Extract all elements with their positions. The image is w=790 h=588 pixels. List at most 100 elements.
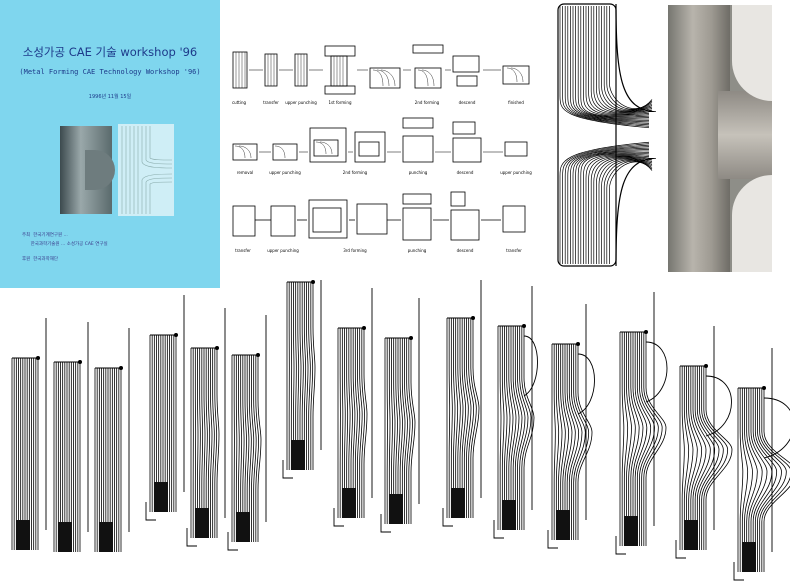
organizer-3: 후원 한국과학재단 xyxy=(22,257,58,262)
punch-tip xyxy=(58,522,72,552)
flow-line xyxy=(688,366,698,550)
punch-tip xyxy=(684,520,698,550)
fem-contour-line xyxy=(580,6,653,264)
punch-tip xyxy=(389,494,403,524)
flow-line xyxy=(310,282,314,470)
flow-line xyxy=(746,388,758,572)
flow-line xyxy=(705,366,733,550)
flow-line xyxy=(696,366,716,550)
cover-title: 소성가공 CAE 기술 workshop '96 xyxy=(22,45,198,59)
flow-line xyxy=(558,344,563,540)
contact-node xyxy=(78,360,82,364)
flow-line xyxy=(692,366,707,550)
flow-line xyxy=(201,348,204,538)
row1-label: upper punching xyxy=(285,100,317,105)
contact-node xyxy=(409,336,413,340)
contact-node xyxy=(471,316,475,320)
flow-line xyxy=(350,328,353,518)
sim-stage xyxy=(615,292,668,555)
row2-label: descend xyxy=(457,170,474,175)
flow-line xyxy=(295,282,297,470)
flow-line xyxy=(410,338,416,524)
flow-line xyxy=(207,348,211,538)
flow-line xyxy=(632,332,644,546)
sim-stage xyxy=(380,298,420,533)
punch-tip xyxy=(342,488,356,518)
flow-line xyxy=(750,388,768,572)
contact-node xyxy=(215,346,219,350)
flow-line xyxy=(470,318,477,518)
row3-label: transfer xyxy=(235,248,251,253)
row1-label: descend xyxy=(459,100,476,105)
flow-line xyxy=(388,338,391,524)
flow-line xyxy=(639,332,655,546)
sim-stage xyxy=(145,295,185,521)
flow-line xyxy=(506,326,511,530)
flow-line xyxy=(246,355,250,542)
flow-line xyxy=(501,326,505,530)
sim-stage xyxy=(282,280,322,479)
row2-label: upper punching xyxy=(269,170,301,175)
flow-line xyxy=(393,338,396,524)
flow-line xyxy=(242,355,245,542)
row2-label: removal xyxy=(237,170,253,175)
photo-flange xyxy=(718,91,772,179)
flow-line xyxy=(519,326,529,530)
flow-line xyxy=(626,332,632,546)
fem-contour-line xyxy=(598,6,653,264)
flow-line xyxy=(404,338,408,524)
flow-line xyxy=(408,338,413,524)
flow-line xyxy=(739,388,744,572)
lower-die xyxy=(733,562,744,581)
flow-line xyxy=(555,344,560,540)
flow-line xyxy=(244,355,247,542)
row3-label: punching xyxy=(408,248,427,253)
cover-date: 1996년 11월 15일 xyxy=(88,94,132,100)
fem-contour-line xyxy=(603,6,653,264)
flow-line xyxy=(251,355,255,542)
row2-label: punching xyxy=(409,170,428,175)
lower-die xyxy=(186,528,197,547)
punch-tip xyxy=(154,482,168,512)
flow-line xyxy=(636,332,652,546)
flow-line xyxy=(306,282,309,470)
flow-line xyxy=(359,328,363,518)
flow-line xyxy=(628,332,636,546)
flow-line xyxy=(568,344,580,540)
row1-label: finished xyxy=(508,100,524,105)
flow-line xyxy=(238,355,240,542)
fem-contour-line xyxy=(585,6,653,264)
flow-line xyxy=(448,318,451,518)
flow-line xyxy=(453,318,456,518)
flow-line xyxy=(199,348,201,538)
forging-simulation-sequence xyxy=(11,280,790,581)
flow-line xyxy=(523,326,535,530)
flow-line xyxy=(203,348,206,538)
punch-tip xyxy=(99,522,113,552)
flow-line xyxy=(562,344,570,540)
flow-line xyxy=(553,344,556,540)
fem-contour-line xyxy=(570,6,653,264)
lower-die xyxy=(615,536,626,555)
flow-line xyxy=(461,318,467,518)
lower-die xyxy=(442,508,453,527)
sim-stage xyxy=(547,304,595,549)
sim-stage xyxy=(11,318,47,550)
contact-node xyxy=(704,364,708,368)
flow-line xyxy=(703,366,729,550)
punch-tip xyxy=(742,542,756,572)
flow-line xyxy=(686,366,694,550)
punch-tip xyxy=(624,516,638,546)
row3-label: upper punching xyxy=(267,248,299,253)
cover-subtitle: (Metal Forming CAE Technology Workshop '… xyxy=(19,68,201,76)
flow-line xyxy=(508,326,514,530)
row1-label: 2nd forming xyxy=(415,100,440,105)
flow-line xyxy=(683,366,690,550)
flow-line xyxy=(406,338,411,524)
flow-line xyxy=(197,348,199,538)
flow-line xyxy=(694,366,711,550)
flow-line xyxy=(643,332,663,546)
flow-line xyxy=(399,338,403,524)
flow-line xyxy=(748,388,763,572)
row1-label: transfer xyxy=(263,100,279,105)
